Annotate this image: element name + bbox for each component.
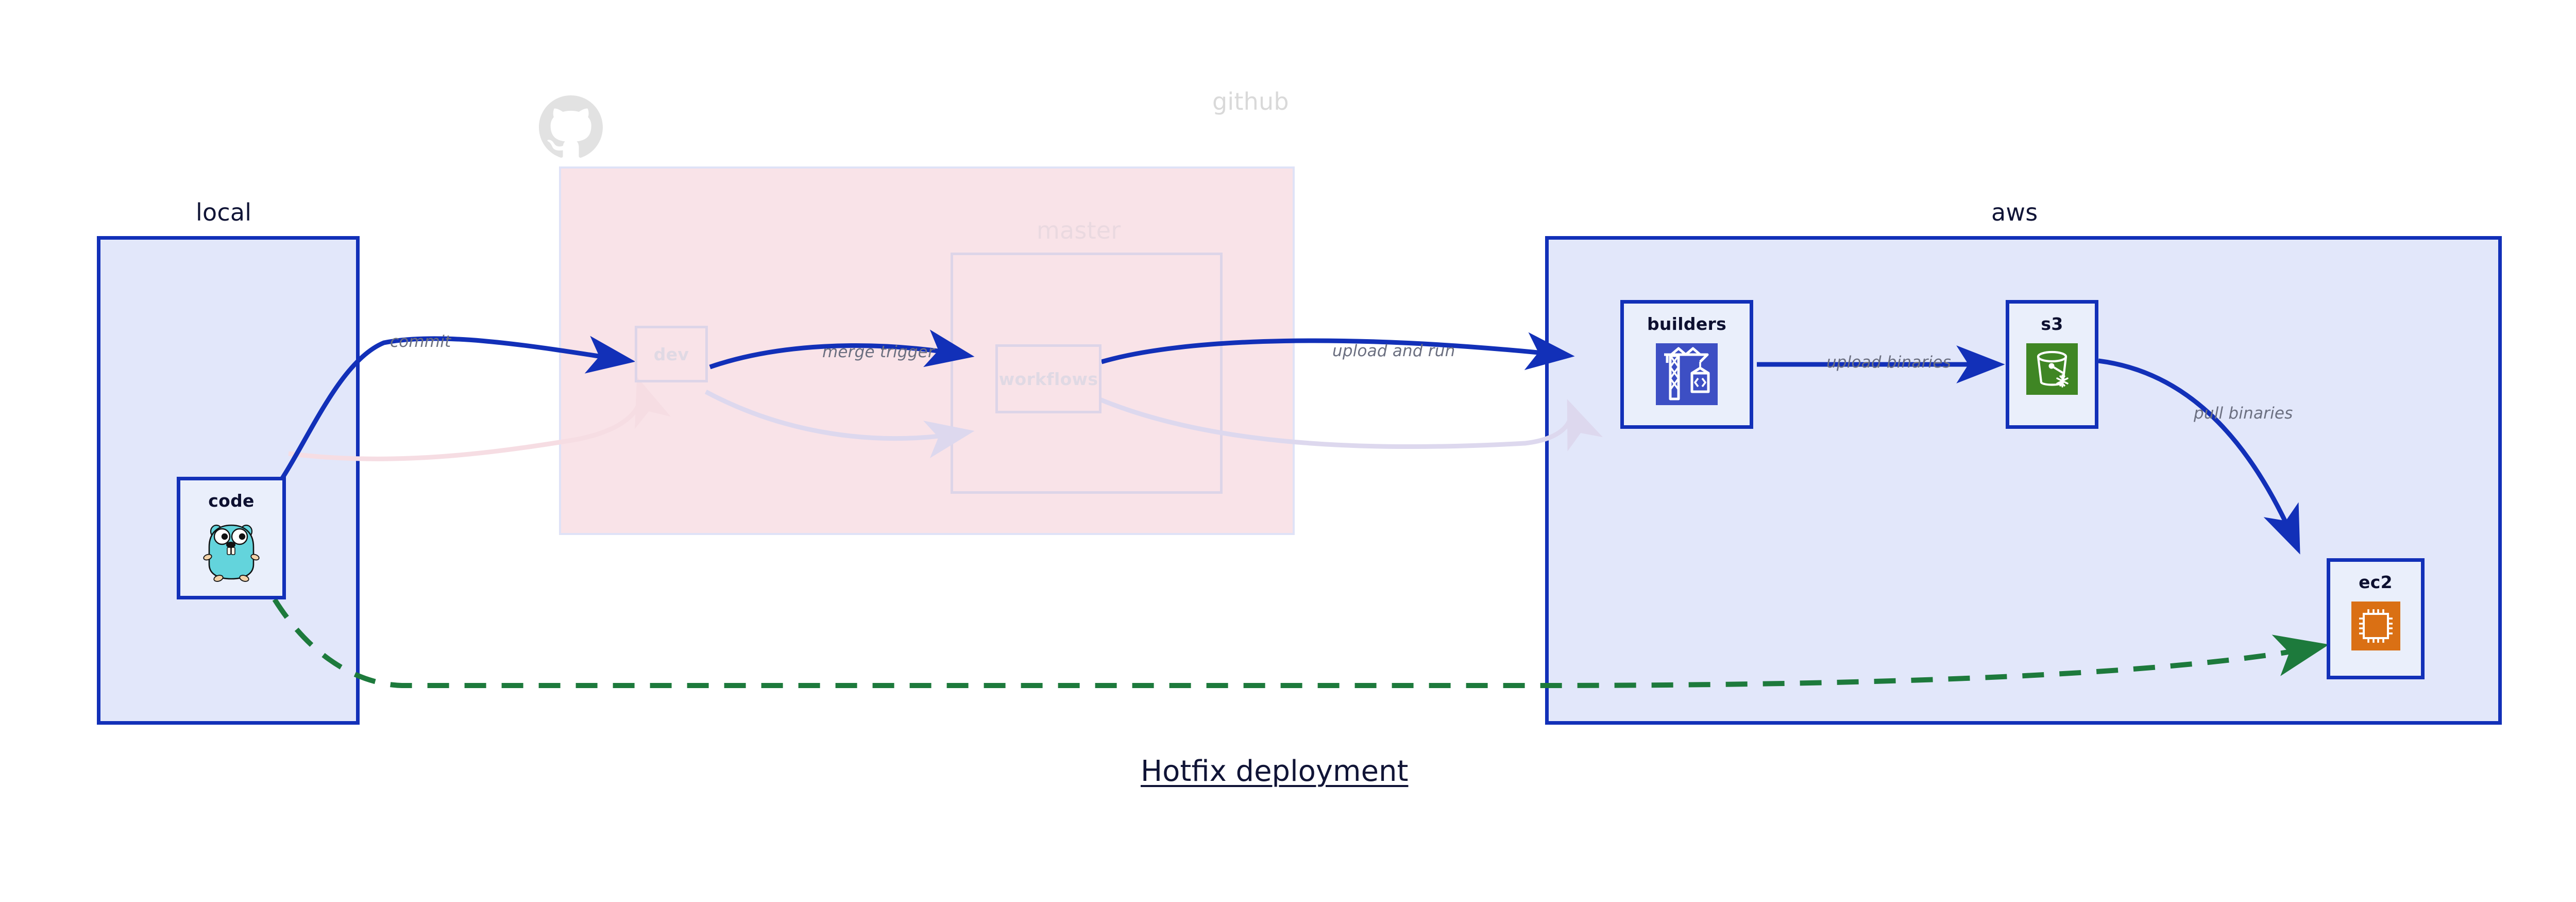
- node-builders-label: builders: [1647, 314, 1727, 334]
- edge-label-commit: commit: [390, 332, 451, 351]
- group-label-local: local: [196, 198, 252, 226]
- github-octocat-icon: [539, 95, 603, 161]
- node-code-label: code: [208, 491, 255, 511]
- node-dev-label: dev: [653, 344, 689, 364]
- node-workflows[interactable]: workflows: [995, 344, 1101, 413]
- node-s3[interactable]: s3: [2006, 300, 2098, 429]
- node-s3-label: s3: [2041, 314, 2063, 334]
- edge-label-upload-and-run: upload and run: [1332, 342, 1455, 360]
- node-workflows-label: workflows: [998, 369, 1098, 389]
- group-label-github: github: [1212, 88, 1289, 115]
- aws-codebuild-crane-icon: [1656, 343, 1718, 407]
- node-ec2-label: ec2: [2359, 572, 2393, 592]
- edge-label-merge-trigger: merge trigger: [822, 343, 935, 361]
- edge-label-upload-binaries: upload binaries: [1826, 353, 1951, 372]
- node-builders[interactable]: builders: [1620, 300, 1753, 429]
- diagram-title: Hotfix deployment: [1141, 755, 1409, 788]
- group-label-aws: aws: [1991, 198, 2038, 226]
- aws-s3-bucket-icon: [2026, 343, 2078, 397]
- go-gopher-icon: [201, 520, 262, 584]
- edge-label-pull-binaries: pull binaries: [2194, 404, 2293, 423]
- aws-ec2-chip-icon: [2351, 602, 2400, 653]
- group-label-master: master: [1037, 216, 1121, 244]
- node-dev[interactable]: dev: [635, 326, 708, 382]
- node-ec2[interactable]: ec2: [2327, 558, 2425, 679]
- node-code[interactable]: code: [177, 477, 286, 599]
